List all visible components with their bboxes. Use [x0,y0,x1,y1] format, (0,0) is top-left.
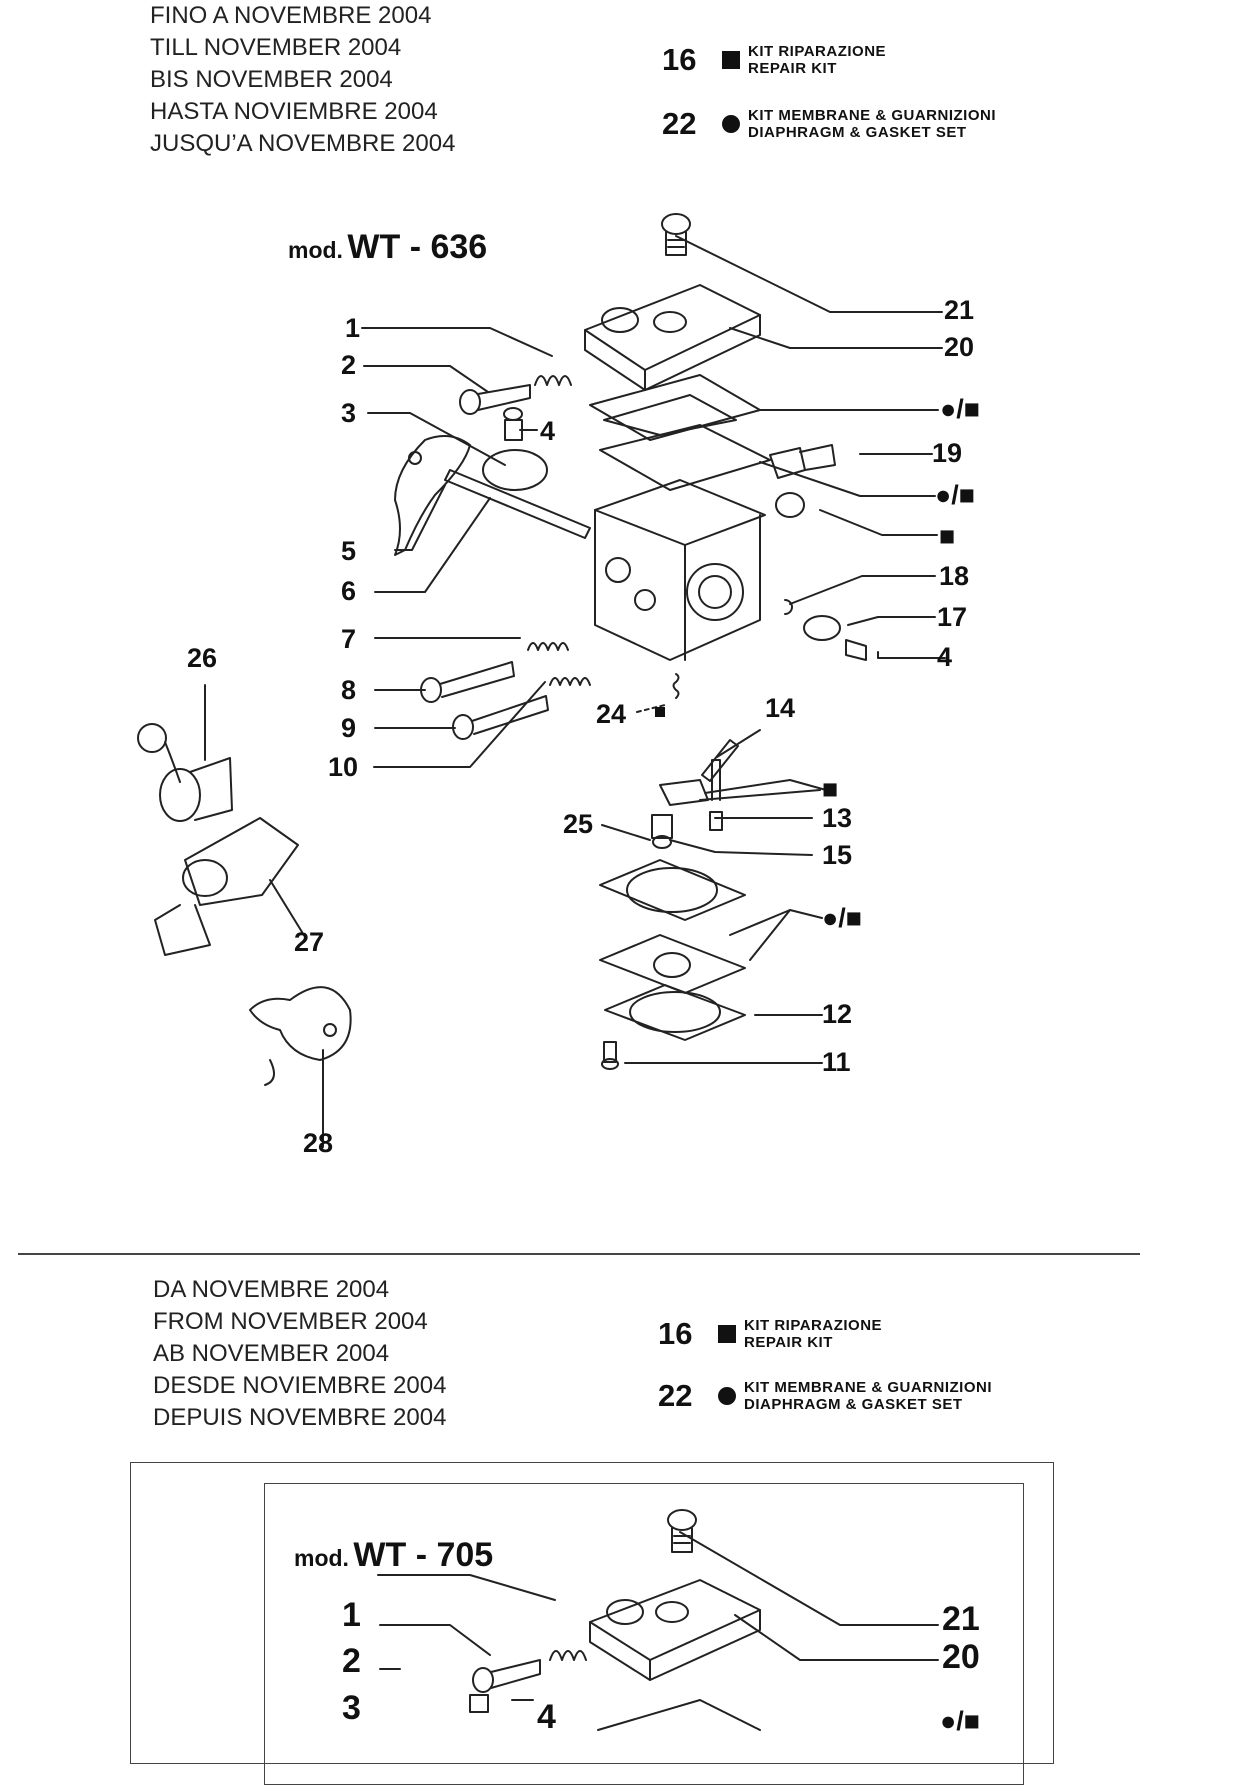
callout-11: 11 [822,1047,851,1077]
callout-diaphragm-kit: ●/■ [822,903,863,933]
kit-line2: DIAPHRAGM & GASKET SET [744,1396,963,1413]
callout-4: 4 [540,416,556,446]
callout-repair-kit: ■ [822,774,839,804]
date-line: HASTA NOVIEMBRE 2004 [150,98,438,125]
callout-diaphragm-kit: ●/■ [940,1706,981,1736]
callout-26: 26 [187,643,218,673]
callout-diaphragm-kit: ●/■ [935,480,976,510]
callout-2: 2 [342,1642,361,1680]
date-line: DEPUIS NOVEMBRE 2004 [153,1404,447,1431]
callout-18: 18 [939,561,970,591]
callout-19: 19 [932,438,963,468]
model-prefix: mod. [294,1545,349,1571]
callout-2: 2 [341,350,357,380]
callout-3: 3 [341,398,357,428]
callout-1: 1 [342,1596,361,1634]
kit-legend-repair: 16 KIT RIPARAZIONE REPAIR KIT [662,42,886,78]
square-symbol-icon [722,51,740,69]
date-line: FINO A NOVEMBRE 2004 [150,2,432,29]
kit-line1: KIT RIPARAZIONE [744,1317,883,1334]
kit-line2: REPAIR KIT [744,1334,833,1351]
callout-1: 1 [345,313,361,343]
kit-description: KIT MEMBRANE & GUARNIZIONI DIAPHRAGM & G… [744,1379,992,1413]
callout-21: 21 [944,295,975,325]
validity-dates-top: FINO A NOVEMBRE 2004 TILL NOVEMBER 2004 … [150,0,455,160]
model-code: WT - 636 [347,228,488,266]
callout-15: 15 [822,840,853,870]
kit-description: KIT RIPARAZIONE REPAIR KIT [748,43,886,77]
callout-24: 24 [596,699,627,729]
callout-diaphragm-kit: ●/■ [940,394,981,424]
callout-28: 28 [303,1128,334,1158]
callout-6: 6 [341,576,357,606]
circle-symbol-icon [718,1387,736,1405]
kit-number: 22 [658,1378,693,1413]
callout-8: 8 [341,675,357,705]
circle-symbol-icon [722,115,740,133]
kit-line1: KIT MEMBRANE & GUARNIZIONI [748,107,996,124]
callout-27: 27 [294,927,325,957]
kit-legend-diaphragm: 22 KIT MEMBRANE & GUARNIZIONI DIAPHRAGM … [662,106,996,142]
model-title-bottom: mod. WT - 705 [294,1536,493,1575]
callout-5: 5 [341,536,357,566]
kit-legend-diaphragm: 22 KIT MEMBRANE & GUARNIZIONI DIAPHRAGM … [658,1378,992,1414]
callout-20: 20 [942,1638,980,1676]
kit-number: 16 [658,1316,693,1351]
square-symbol-icon [718,1325,736,1343]
callout-25: 25 [563,809,594,839]
kit-description: KIT MEMBRANE & GUARNIZIONI DIAPHRAGM & G… [748,107,996,141]
model-title-top: mod. WT - 636 [288,228,487,267]
callout-7: 7 [341,624,357,654]
kit-number: 16 [662,42,697,77]
callout-14: 14 [765,693,796,723]
validity-dates-bottom: DA NOVEMBRE 2004 FROM NOVEMBER 2004 AB N… [153,1274,446,1434]
date-line: DESDE NOVIEMBRE 2004 [153,1372,447,1399]
kit-line2: REPAIR KIT [748,60,837,77]
callout-10: 10 [328,752,359,782]
date-line: BIS NOVEMBER 2004 [150,66,393,93]
callout-20: 20 [944,332,975,362]
callout-12: 12 [822,999,853,1029]
model-prefix: mod. [288,237,343,263]
callout-17: 17 [937,602,968,632]
kit-number: 22 [662,106,697,141]
callout-4: 4 [937,642,953,672]
date-line: FROM NOVEMBER 2004 [153,1308,428,1335]
date-line: AB NOVEMBER 2004 [153,1340,390,1367]
kit-line1: KIT MEMBRANE & GUARNIZIONI [744,1379,992,1396]
callout-4: 4 [537,1698,556,1736]
date-line: JUSQU’A NOVEMBRE 2004 [150,130,456,157]
date-line: TILL NOVEMBER 2004 [150,34,402,61]
section-divider [18,1253,1140,1255]
callout-21: 21 [942,1600,980,1638]
callout-repair-kit: ■ [939,521,956,551]
callout-3: 3 [342,1689,361,1727]
kit-description: KIT RIPARAZIONE REPAIR KIT [744,1317,882,1351]
exploded-diagram-drawing [137,213,946,1731]
kit-line1: KIT RIPARAZIONE [748,43,887,60]
kit-line2: DIAPHRAGM & GASKET SET [748,124,967,141]
kit-legend-repair: 16 KIT RIPARAZIONE REPAIR KIT [658,1316,882,1352]
date-line: DA NOVEMBRE 2004 [153,1276,390,1303]
callout-9: 9 [341,713,357,743]
callout-13: 13 [822,803,853,833]
model-code: WT - 705 [353,1536,494,1574]
